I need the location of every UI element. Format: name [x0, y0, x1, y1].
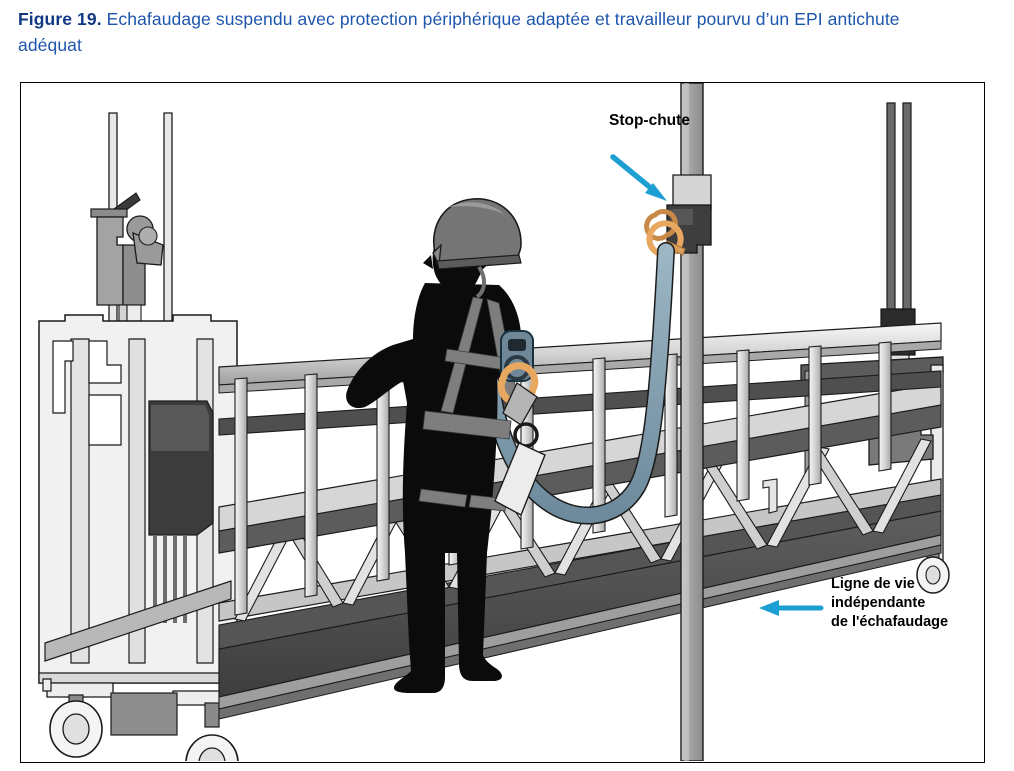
left-hoist-head: [90, 192, 164, 322]
orange-carabiner-chest: [497, 362, 539, 406]
energy-absorber: [494, 382, 546, 516]
safety-helmet: [432, 198, 522, 299]
ligne-de-vie-arrow: [759, 600, 824, 616]
shock-absorbing-lanyard: [482, 242, 675, 525]
suspended-scaffold-platform: [218, 322, 942, 720]
left-end-hoist-unit: [38, 112, 244, 761]
suspension-cables-right: [886, 102, 912, 316]
figure-number: Figure 19.: [18, 9, 102, 29]
scaffold-illustration: [38, 83, 950, 761]
annotation-ligne-de-vie: Ligne de vie indépendante de l'échafauda…: [831, 576, 949, 630]
annotation-stop-chute: Stop-chute: [609, 112, 690, 129]
black-silhouette-worker: [346, 198, 546, 693]
rope-grab-fall-arrester: [644, 174, 712, 258]
figure-caption: Figure 19. Echafaudage suspendu avec pro…: [18, 6, 958, 58]
perimeter-guardrail-posts: [234, 341, 892, 616]
caster-wheels-left: [42, 678, 244, 761]
left-end-frame: [38, 314, 238, 684]
figure-caption-text: Echafaudage suspendu avec protection pér…: [18, 9, 900, 55]
stop-chute-arrow: [610, 154, 667, 201]
figure-frame: Stop-chute Ligne de vie indépendante de …: [20, 82, 985, 763]
